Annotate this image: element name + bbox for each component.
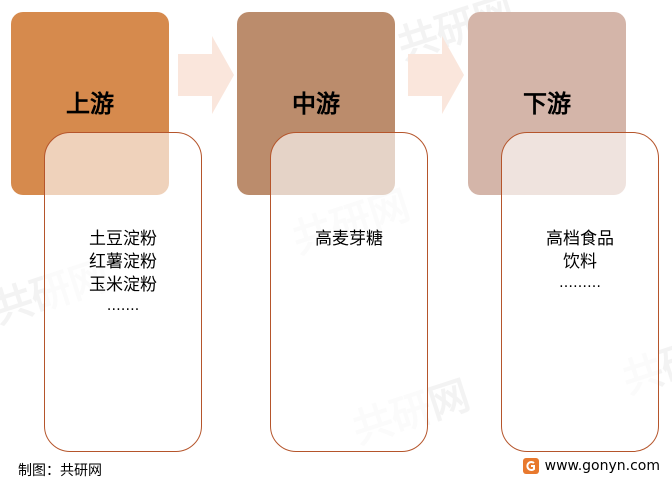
list-item: 红薯淀粉: [89, 252, 157, 272]
list-item: …….: [106, 298, 140, 314]
list-item: 高麦芽糖: [315, 229, 383, 249]
midstream-card: 高麦芽糖: [270, 132, 428, 452]
list-item: 玉米淀粉: [89, 275, 157, 295]
downstream-card: 高档食品 饮料 ………: [501, 132, 659, 452]
downstream-items: 高档食品 饮料 ………: [502, 228, 658, 292]
website-footer: www.gonyn.com: [522, 458, 660, 474]
arrow-right-icon: [408, 36, 464, 114]
list-item: 土豆淀粉: [89, 229, 157, 249]
list-item: ………: [559, 275, 601, 291]
stage-title-midstream: 中游: [292, 90, 340, 118]
arrow-right-icon: [178, 36, 234, 114]
website-link[interactable]: www.gonyn.com: [544, 458, 660, 474]
stage-title-upstream: 上游: [66, 90, 114, 118]
source-label: 制图：共研网: [18, 463, 102, 479]
upstream-items: 土豆淀粉 红薯淀粉 玉米淀粉 …….: [45, 228, 201, 315]
upstream-card: 土豆淀粉 红薯淀粉 玉米淀粉 …….: [44, 132, 202, 452]
gonyn-logo-icon: [522, 458, 539, 474]
midstream-items: 高麦芽糖: [271, 228, 427, 251]
list-item: 高档食品: [546, 229, 614, 249]
stage-title-downstream: 下游: [523, 90, 571, 118]
list-item: 饮料: [563, 252, 597, 272]
